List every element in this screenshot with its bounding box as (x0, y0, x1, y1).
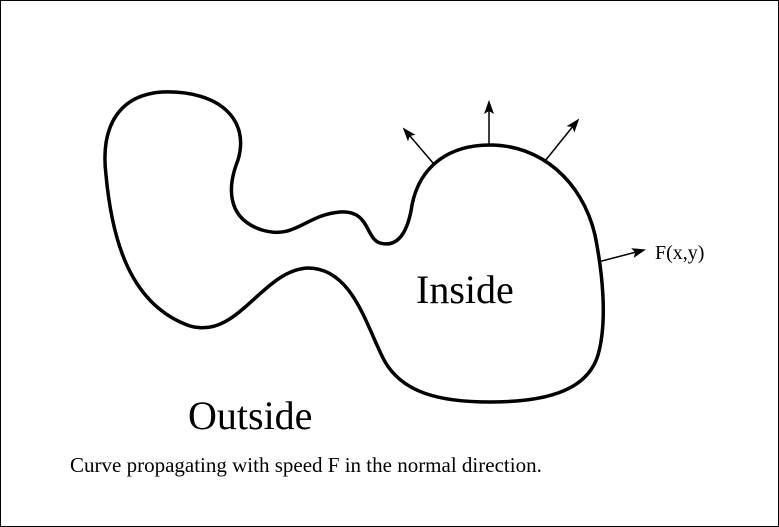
inside-label: Inside (416, 267, 514, 312)
normal-arrow-right (544, 118, 580, 162)
normal-arrow-left (402, 127, 434, 164)
outside-label: Outside (188, 393, 312, 438)
speed-label: F(x,y) (655, 242, 704, 264)
propagating-curve (103, 90, 606, 404)
caption: Curve propagating with speed F in the no… (70, 453, 542, 477)
normal-arrow-side (597, 248, 646, 263)
